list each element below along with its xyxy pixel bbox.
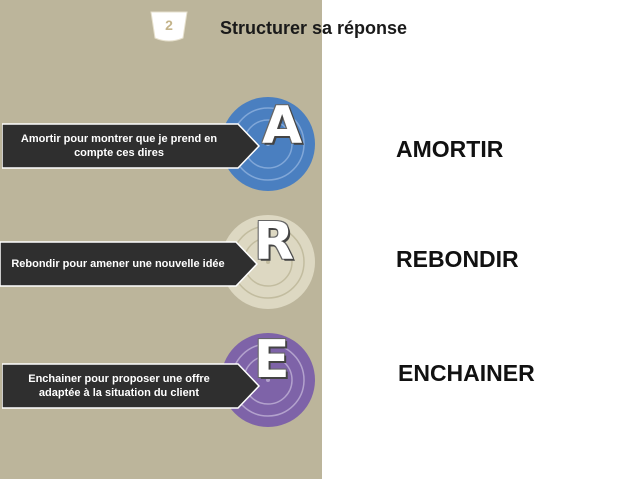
badge-shape (150, 11, 188, 42)
arrow-enchainer: Enchainer pour proposer une offre adapté… (2, 363, 260, 409)
letter-e: E (254, 330, 290, 390)
page-title: Structurer sa réponse (220, 18, 408, 38)
arrow-enchainer-shape (2, 363, 260, 409)
label-enchainer: ENCHAINER (398, 360, 535, 386)
arrow-enchainer-text: Enchainer pour proposer une offre adapté… (28, 373, 210, 399)
step-number: 2 (165, 17, 173, 33)
label-rebondir: REBONDIR (396, 246, 519, 272)
arrow-amortir-text: Amortir pour montrer que je prend en com… (20, 133, 218, 159)
arrow-amortir-shape (2, 123, 260, 169)
arrow-rebondir-text: Rebondir pour amener une nouvelle idée (11, 258, 225, 270)
arrow-rebondir: Rebondir pour amener une nouvelle idée (0, 241, 258, 287)
arrow-amortir: Amortir pour montrer que je prend en com… (2, 123, 260, 169)
circle-rebondir-shape (221, 215, 315, 309)
arrow-rebondir-shape (0, 241, 258, 287)
letter-a: A (262, 96, 303, 156)
circle-rebondir (220, 214, 316, 310)
label-amortir: AMORTIR (396, 136, 504, 162)
letter-r: R (254, 212, 295, 272)
step-badge: 2 (147, 8, 191, 44)
